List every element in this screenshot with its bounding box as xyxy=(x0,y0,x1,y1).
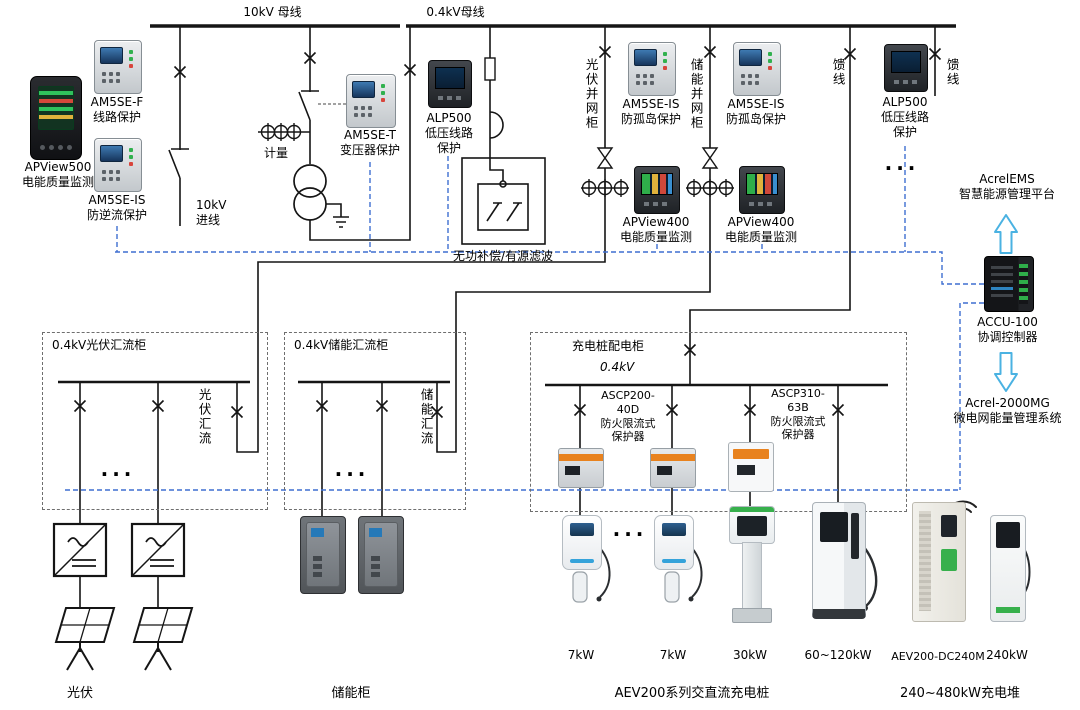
incoming-line-label: 10kV 进线 xyxy=(196,198,227,227)
ems-platform-label: AcrelEMS 智慧能源管理平台 xyxy=(958,172,1055,201)
charger-30kw-label: 30kW xyxy=(732,648,768,662)
charger-panel-voltage-label: 0.4kV xyxy=(600,360,635,374)
alp500-right-device xyxy=(884,44,928,92)
pv-inverter-symbols xyxy=(52,522,186,578)
chargers-dots: ··· xyxy=(612,522,648,546)
ascp310-device xyxy=(728,442,774,492)
es-combiner-bus-label: 储能汇流 xyxy=(418,388,434,446)
charger-aev240-label: AEV200-DC240M xyxy=(891,650,985,663)
ess-caption: 储能柜 xyxy=(331,686,371,701)
feeder-1-label: 馈线 xyxy=(830,58,846,87)
charger-7kw-1-label: 7kW xyxy=(567,648,595,662)
down-arrow-icon xyxy=(994,352,1018,392)
feeder-2-label: 馈线 xyxy=(944,58,960,87)
fuse-symbol xyxy=(484,57,496,81)
stack-caption: 240~480kW充电堆 xyxy=(900,686,1020,701)
transformer-symbol xyxy=(293,164,327,221)
apf-converter-symbol xyxy=(461,157,546,245)
up-arrow-icon xyxy=(994,214,1018,254)
charger-120kw xyxy=(812,502,866,619)
am5se-is-island-2-device xyxy=(733,42,781,96)
charger-240kw-label: 240kW xyxy=(986,648,1028,662)
data-flow-arrows xyxy=(994,214,1018,392)
pv-panel-icons xyxy=(54,607,194,671)
alp500-left-label: ALP500 低压线路 保护 xyxy=(424,111,473,155)
pv-caption: 光伏 xyxy=(66,686,93,701)
alp500-left-device xyxy=(428,60,472,108)
charger-7kw-2-label: 7kW xyxy=(659,648,687,662)
am5se-t-label: AM5SE-T 变压器保护 xyxy=(339,128,400,157)
ascp200-label: ASCP200- 40D 防火限流式 保护器 xyxy=(600,389,656,444)
am5se-t-device xyxy=(346,74,396,128)
accu-100-device xyxy=(984,256,1034,312)
alp500-right-label: ALP500 低压线路 保护 xyxy=(880,95,929,139)
es-combiner-cabinet-box xyxy=(284,332,466,510)
charger-aev240-cabinet xyxy=(912,502,966,622)
apview500-device xyxy=(30,76,82,160)
am5se-is-island-2-label: AM5SE-IS 防孤岛保护 xyxy=(725,97,786,126)
apview400-1-label: APView400 电能质量监测 xyxy=(619,215,692,244)
charger-distribution-box xyxy=(530,332,907,512)
charger-7kw-2 xyxy=(654,515,694,570)
pv-combiner-cabinet-box xyxy=(42,332,268,510)
pv-combiner-title: 0.4kV光伏汇流柜 xyxy=(52,338,147,352)
am5se-f-device xyxy=(94,40,142,94)
charger-30kw-base xyxy=(732,608,772,623)
charger-30kw-pole xyxy=(742,542,762,610)
accu-label: ACCU-100 协调控制器 xyxy=(977,315,1038,344)
power-wiring xyxy=(79,26,936,608)
es-grid-cabinet-label: 储能并网柜 xyxy=(688,58,704,131)
charger-240kw xyxy=(990,515,1026,622)
apview400-2-label: APView400 电能质量监测 xyxy=(724,215,797,244)
ascp310-label: ASCP310- 63B 防火限流式 保护器 xyxy=(770,387,826,442)
am5se-is-backflow-device xyxy=(94,138,142,192)
es-combiner-dots: ··· xyxy=(334,462,370,486)
bus-10kv-label: 10kV 母线 xyxy=(243,5,302,19)
charger-7kw-1 xyxy=(562,515,602,570)
bus-04kv-label: 0.4kV母线 xyxy=(426,5,485,19)
ess-cabinet-2 xyxy=(358,516,404,594)
am5se-is-island-1-label: AM5SE-IS 防孤岛保护 xyxy=(620,97,681,126)
charger-panel-title: 充电桩配电柜 xyxy=(572,339,645,353)
am5se-f-label: AM5SE-F 线路保护 xyxy=(90,95,144,124)
internal-busbars xyxy=(58,380,888,387)
ascp200-device-2 xyxy=(650,448,696,488)
apview500-label: APView500 电能质量监测 xyxy=(21,160,94,189)
ess-cabinet-1 xyxy=(300,516,346,594)
am5se-is-island-1-device xyxy=(628,42,676,96)
pv-combiner-dots: ··· xyxy=(100,462,136,486)
ascp200-device-1 xyxy=(558,448,604,488)
mg-system-label: Acrel-2000MG 微电网能量管理系统 xyxy=(953,396,1062,425)
apview400-1-device xyxy=(634,166,680,214)
metering-label: 计量 xyxy=(263,146,288,160)
es-combiner-title: 0.4kV储能汇流柜 xyxy=(294,338,389,352)
pv-combiner-bus-label: 光伏汇流 xyxy=(196,388,212,446)
charger-30kw-head xyxy=(729,506,775,544)
more-feeders-dots: ··· xyxy=(884,156,920,180)
apf-label: 无功补偿/有源滤波 xyxy=(452,249,554,263)
apview400-2-device xyxy=(739,166,785,214)
pv-grid-cabinet-label: 光伏并网柜 xyxy=(583,58,599,131)
aev-series-caption: AEV200系列交直流充电桩 xyxy=(614,686,770,701)
charger-120kw-label: 60~120kW xyxy=(804,648,872,662)
comm-bus-dashed xyxy=(65,146,984,491)
am5se-is-backflow-label: AM5SE-IS 防逆流保护 xyxy=(86,193,147,222)
drawout-breaker-icons xyxy=(597,147,718,169)
